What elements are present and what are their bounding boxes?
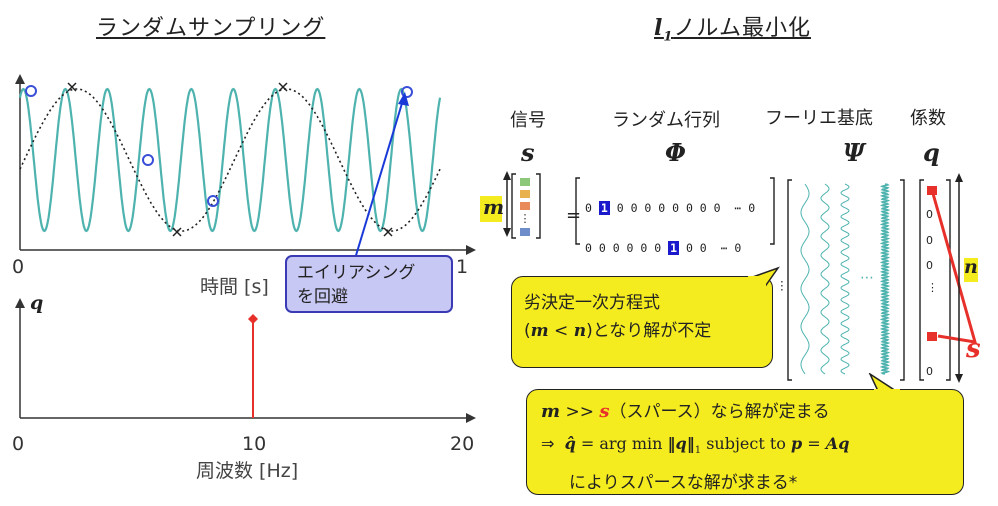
callout2-line2: ⇒ q̂ = arg min ‖q‖1 subject to p = Aq — [541, 428, 949, 467]
freq-tick-10: 10 — [242, 433, 267, 455]
coef-entry-1: 0 — [926, 208, 933, 221]
callout2-eq: = — [802, 434, 826, 453]
fourier-dots: ⋯ — [860, 270, 874, 286]
callout1-paren: ( — [524, 321, 531, 341]
callout-arrow-head — [398, 92, 409, 106]
aliasing-callout-line1: エイリアシング — [297, 263, 416, 283]
callout1-line1: 劣決定一次方程式 — [524, 293, 660, 313]
n-label-box — [964, 258, 978, 282]
matrix-row-2: 0 0 0 0 0 0 1 0 0 ⋯ 0 — [585, 241, 742, 255]
symbol-psi: Ψ — [843, 138, 865, 167]
sample-points — [25, 85, 413, 207]
callout2-qhat: q̂ — [564, 434, 576, 453]
callout2-Aq: Aq — [825, 434, 850, 453]
callout-arrow — [353, 99, 404, 263]
aliasing-callout-line2: を回避 — [297, 287, 348, 307]
equation-graphics: ⋮ — [503, 171, 978, 383]
sparse-solution-callout: m >> s（スパース）なら解が定まる ⇒ q̂ = arg min ‖q‖1 … — [526, 389, 964, 495]
callout1-n: n — [573, 321, 587, 341]
symbol-s-red: s — [966, 334, 981, 364]
callout2-line1: m >> s（スパース）なら解が定まる — [541, 396, 949, 428]
callout2-line1-rest: （スパース）なら解が定まる — [609, 402, 830, 422]
alias-cross-markers — [67, 82, 393, 237]
m-label-box — [480, 196, 502, 222]
callout2-line3: によりスパースな解が求まる* — [569, 473, 798, 494]
callout2-subject-to: subject to — [701, 434, 792, 453]
symbol-q: q — [923, 138, 940, 167]
time-x-arrow — [466, 245, 476, 255]
freq-tick-0: 0 — [12, 433, 25, 455]
coef-entry-2: 0 — [926, 234, 933, 247]
callout1-rest: )となり解が不定 — [586, 321, 712, 341]
svg-text:⋮: ⋮ — [520, 212, 531, 225]
matrix-one-2: 1 — [668, 241, 680, 255]
callout2-s: s — [599, 401, 610, 422]
signal-wave — [18, 87, 442, 233]
header-coefficients: 係数 — [910, 108, 946, 129]
time-xlabel: 時間 [s] — [200, 276, 269, 298]
callout2-arrow: ⇒ — [541, 434, 555, 453]
coef-entry-3: 0 — [926, 259, 933, 272]
freq-y-arrow — [15, 298, 25, 308]
freq-ylabel: q — [30, 292, 44, 314]
left-charts — [15, 74, 476, 423]
symbol-phi: Φ — [665, 138, 686, 167]
header-fourier-basis: フーリエ基底 — [765, 108, 873, 129]
callout1-line2: (m < n)となり解が不定 — [524, 317, 760, 345]
callout2-argmin: = arg min — [575, 434, 668, 453]
time-tick-start: 0 — [12, 256, 25, 278]
symbol-s: s — [521, 138, 535, 167]
right-title-sub: 1 — [663, 29, 674, 45]
symbol-m: m — [483, 195, 505, 219]
underdetermined-callout: 劣決定一次方程式 (m < n)となり解が不定 — [511, 276, 773, 368]
symbol-n: n — [964, 256, 978, 278]
matrix-one-1: 1 — [598, 201, 610, 215]
callout1-tail — [748, 266, 780, 290]
matrix-row-1: 0 1 0 0 0 0 0 0 0 0 ⋯ 0 — [585, 201, 756, 215]
callout2-gg: >> — [560, 402, 600, 422]
left-title: ランダムサンプリング — [96, 16, 326, 41]
aliasing-callout: エイリアシング を回避 — [285, 255, 453, 313]
right-title-rest: ノルム最小化 — [673, 16, 811, 41]
coef-entry-last: 0 — [926, 365, 933, 378]
coef-entry-dots: ⋮ — [927, 281, 938, 294]
freq-peak-marker — [248, 314, 258, 324]
callout2-norm: ‖q‖ — [667, 434, 695, 453]
header-random-matrix: ランダム行列 — [612, 110, 720, 131]
callout1-m: m — [530, 321, 549, 341]
right-title-l: l — [654, 15, 664, 41]
callout2-norm-sub: 1 — [694, 445, 702, 457]
equals-sign: = — [566, 205, 582, 226]
header-signal: 信号 — [510, 110, 546, 131]
freq-xlabel: 周波数 [Hz] — [196, 460, 299, 482]
time-tick-end: 1 — [456, 256, 469, 278]
alias-wave — [19, 88, 441, 232]
callout2-m: m — [541, 401, 561, 422]
freq-tick-20: 20 — [450, 433, 475, 455]
freq-x-arrow — [466, 413, 476, 423]
callout2-p: p — [791, 434, 803, 453]
right-title: l1ノルム最小化 — [654, 10, 811, 44]
callout2-tail — [868, 373, 900, 397]
time-y-arrow — [15, 74, 25, 84]
callout1-lt: < — [548, 321, 574, 341]
